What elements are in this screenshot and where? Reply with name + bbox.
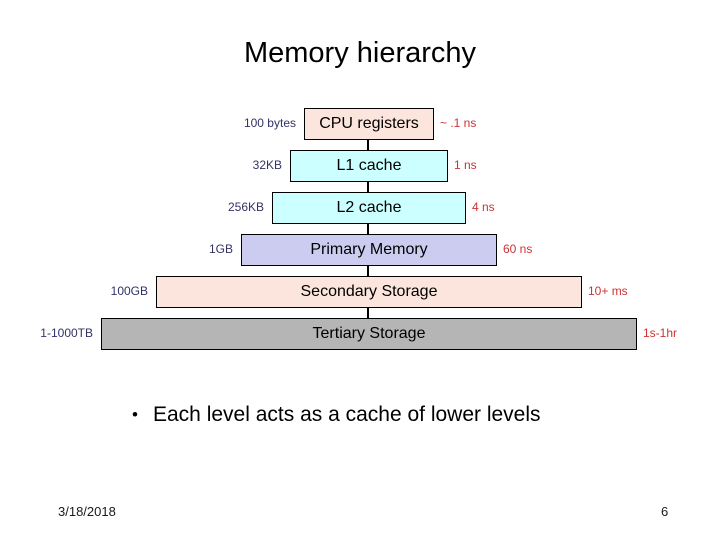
latency-label: 1s-1hr <box>643 326 678 340</box>
memory-level-box: L1 cache <box>290 150 448 182</box>
footer-page-number: 6 <box>661 504 669 519</box>
size-label: 256KB <box>227 200 264 214</box>
memory-level-box: Secondary Storage <box>156 276 582 308</box>
memory-level-box: Tertiary Storage <box>101 318 637 350</box>
size-label: 1-1000TB <box>40 326 93 340</box>
latency-label: ~ .1 ns <box>440 116 477 130</box>
footer-date: 3/18/2018 <box>58 504 116 519</box>
latency-label: 60 ns <box>503 242 533 256</box>
memory-level-box: CPU registers <box>304 108 434 140</box>
bullet-item: • Each level acts as a cache of lower lev… <box>132 401 541 428</box>
bullet-text: Each level acts as a cache of lower leve… <box>153 403 541 426</box>
latency-label: 10+ ms <box>588 284 628 298</box>
connector-line <box>367 139 369 319</box>
bullet-icon: • <box>132 405 138 424</box>
page-title: Memory hierarchy <box>243 37 477 69</box>
latency-label: 4 ns <box>472 200 495 214</box>
size-label: 32KB <box>252 158 282 172</box>
memory-level-box: Primary Memory <box>241 234 497 266</box>
size-label: 100GB <box>110 284 148 298</box>
size-label: 1GB <box>208 242 233 256</box>
latency-label: 1 ns <box>454 158 477 172</box>
size-label: 100 bytes <box>243 116 296 130</box>
memory-level-box: L2 cache <box>272 192 466 224</box>
